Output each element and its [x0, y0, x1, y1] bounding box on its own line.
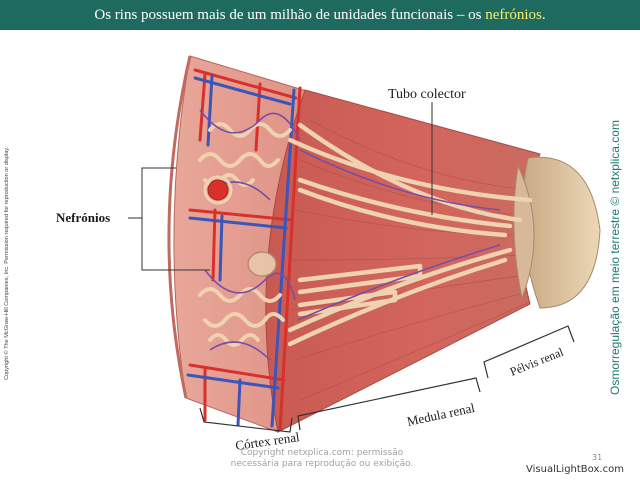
glomerulus-lower	[247, 251, 277, 277]
label-tubo-colector: Tubo colector	[388, 87, 466, 102]
footer-copyright: Copyright netxplica.com: permissão neces…	[212, 448, 432, 470]
bracket-cortex	[199, 407, 293, 433]
title-text-after: .	[541, 7, 546, 23]
title-text-before: Os rins possuem mais de um milhão de uni…	[94, 7, 486, 23]
kidney-nephron-diagram: Tubo colector Nefrónios Córtex renal Med…	[56, 55, 601, 453]
tubules	[287, 122, 533, 347]
page-number: 31	[592, 453, 603, 462]
bracket-medulla	[297, 377, 481, 431]
label-pelvis-renal: Pélvis renal	[508, 344, 566, 378]
footer-line-1: Copyright netxplica.com: permissão	[240, 448, 404, 458]
slide-title: Os rins possuem mais de um milhão de uni…	[0, 0, 640, 30]
bracket-pelvis	[483, 325, 575, 379]
pointer-lines	[128, 102, 433, 271]
label-medula-renal: Medula renal	[406, 400, 477, 429]
capillaries	[199, 109, 501, 361]
side-caption-right: Osmorregulação em meio terrestre © netxp…	[608, 120, 622, 395]
watermark-link[interactable]: VisualLightBox.com	[526, 464, 624, 475]
side-copyright-left: Copyright © The McGraw-Hill Companies, I…	[4, 146, 10, 380]
bowman-capsule-upper	[203, 175, 233, 205]
glomerulus-upper	[207, 179, 229, 201]
region-brackets	[199, 325, 575, 433]
title-highlight: nefrónios	[485, 7, 542, 23]
capsule-edge	[167, 55, 192, 399]
veins	[186, 74, 296, 428]
label-nefronios: Nefrónios	[56, 210, 110, 225]
footer-line-2: necessária para reprodução ou exibição.	[230, 459, 414, 469]
convoluted-tubules	[198, 122, 292, 347]
